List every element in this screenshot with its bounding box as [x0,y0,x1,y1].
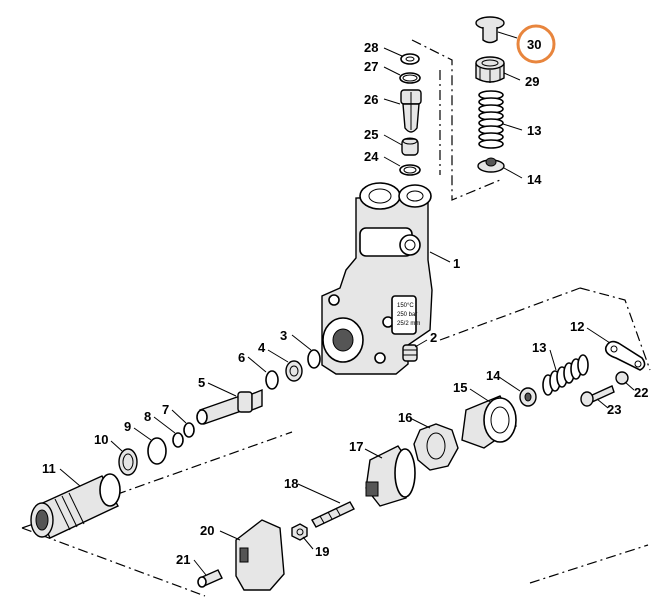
part-labels: 28 27 26 25 24 30 29 13 14 1 2 3 4 6 5 7… [42,37,648,567]
part-26-valve-seat [400,89,422,133]
part-13-spring-lower [542,354,589,396]
label-14-lower: 14 [486,368,501,383]
label-9: 9 [124,419,131,434]
label-23: 23 [607,402,621,417]
label-30: 30 [527,37,541,52]
label-25: 25 [364,127,378,142]
stamp-size: 25/2 mm [397,321,420,327]
label-6: 6 [238,350,245,365]
highlight-ring [516,24,556,64]
part-20-knob [235,519,285,591]
part-29-nut [475,56,505,83]
label-28: 28 [364,40,378,55]
label-7: 7 [162,402,169,417]
label-15: 15 [453,380,467,395]
label-13-lower: 13 [532,340,546,355]
part-7-washer [183,422,195,438]
label-29: 29 [525,74,539,89]
stamp-pressure: 250 bar [397,312,417,318]
part-1-pump-housing: 150°C 250 bar 25/2 mm [321,182,433,375]
part-25-valve-plug [401,137,419,156]
label-19: 19 [315,544,329,559]
label-16: 16 [398,410,412,425]
part-3-oring [307,349,321,369]
label-17: 17 [349,439,363,454]
part-12-lever [604,340,646,371]
label-11: 11 [42,461,56,476]
part-13-spring-upper [478,90,504,149]
part-11-inlet-fitting [30,473,121,539]
label-27: 27 [364,59,378,74]
label-3: 3 [280,328,287,343]
part-15-union-nut [461,395,517,449]
part-27-oring [399,72,421,84]
part-30-cap [475,16,505,44]
part-17-nozzle-body [365,445,416,507]
stamp-temp: 150°C [397,303,414,309]
part-22-nut [615,371,629,385]
label-21: 21 [176,552,190,567]
part-5-valve-stem [196,388,263,425]
label-5: 5 [198,375,205,390]
label-10: 10 [94,432,108,447]
label-4: 4 [258,340,266,355]
part-16-hex-nut [413,423,459,471]
label-13-upper: 13 [527,123,541,138]
part-9-oring [147,437,167,465]
label-18: 18 [284,476,298,491]
part-23-bolt [580,385,615,407]
label-12: 12 [570,319,584,334]
label-20: 20 [200,523,214,538]
part-2-plug [402,344,418,362]
part-14-valve-disc-lower [519,387,537,407]
label-24: 24 [364,149,379,164]
part-4-seal [285,360,303,382]
part-6-oring [265,370,279,390]
part-28-washer [400,53,420,65]
label-8: 8 [144,409,151,424]
label-2: 2 [430,330,437,345]
part-8-ring [172,432,184,448]
part-14-valve-disc-upper [477,157,505,173]
label-22: 22 [634,385,648,400]
part-19-nut [291,523,308,541]
label-1: 1 [453,256,460,271]
part-18-threaded-rod [311,501,355,528]
leader-lines [59,31,635,576]
part-24-oring [399,164,421,176]
part-21-pin [197,569,223,588]
label-26: 26 [364,92,378,107]
label-14-upper: 14 [527,172,542,187]
part-10-ring [118,448,138,476]
